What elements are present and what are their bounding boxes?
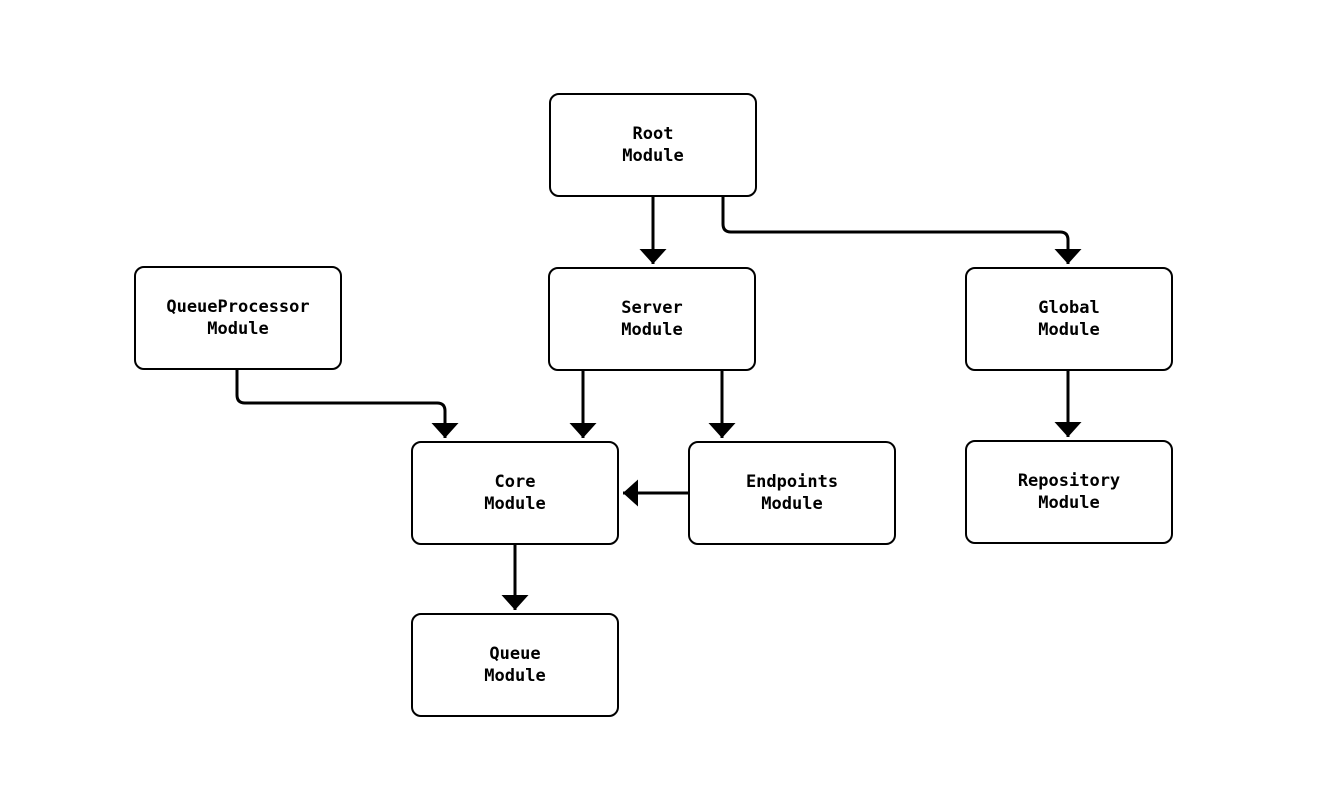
edge-queueprocessor-to-core bbox=[235, 370, 459, 438]
node-queue-label-line2: Module bbox=[484, 666, 546, 686]
node-queueprocessor-module: QueueProcessor Module bbox=[134, 266, 342, 370]
edge-root-to-global bbox=[721, 197, 1082, 264]
node-repository-label-line1: Repository bbox=[1017, 471, 1121, 491]
node-server-label-line2: Module bbox=[621, 320, 683, 340]
node-root-module: Root Module bbox=[549, 93, 757, 197]
node-core-module: Core Module bbox=[411, 441, 619, 545]
node-server-module: Server Module bbox=[548, 267, 756, 371]
node-queue-label-line1: Queue bbox=[489, 644, 541, 664]
node-server-label-line1: Server bbox=[621, 298, 683, 318]
node-core-label-line2: Module bbox=[484, 494, 546, 514]
node-root-label-line1: Root bbox=[632, 124, 674, 144]
node-endpoints-module: Endpoints Module bbox=[688, 441, 896, 545]
node-repository-module: Repository Module bbox=[965, 440, 1173, 544]
node-endpoints-label-line1: Endpoints bbox=[745, 472, 839, 492]
node-endpoints-label-line2: Module bbox=[761, 494, 823, 514]
node-global-label-line1: Global bbox=[1038, 298, 1100, 318]
node-queueprocessor-label-line1: QueueProcessor bbox=[166, 297, 310, 317]
node-queueprocessor-label-line2: Module bbox=[207, 319, 269, 339]
node-queue-module: Queue Module bbox=[411, 613, 619, 717]
node-global-label-line2: Module bbox=[1038, 320, 1100, 340]
node-repository-label-line2: Module bbox=[1038, 493, 1100, 513]
node-global-module: Global Module bbox=[965, 267, 1173, 371]
node-root-label-line2: Module bbox=[622, 146, 684, 166]
node-core-label-line1: Core bbox=[494, 472, 536, 492]
